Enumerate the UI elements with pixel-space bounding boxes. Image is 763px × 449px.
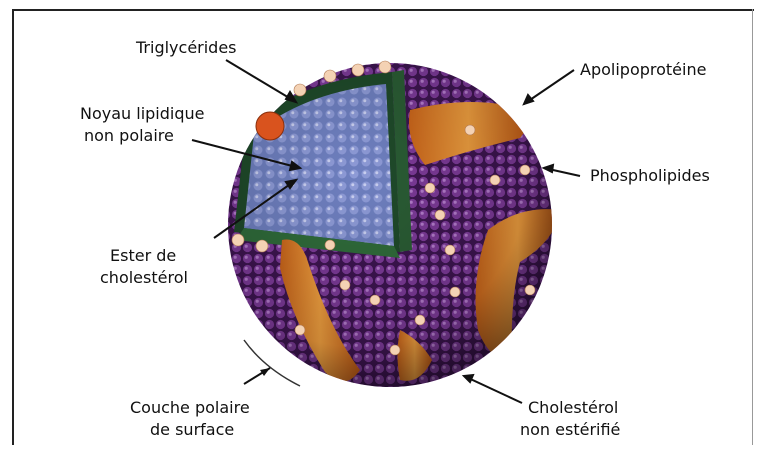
label-noyau-lipidique: Noyau lipidique (80, 104, 205, 124)
label-apolipoproteine: Apolipoprotéine (580, 60, 706, 80)
label-ester-de: Ester de (110, 246, 176, 266)
label-non-polaire: non polaire (84, 126, 174, 146)
label-couche-polaire: Couche polaire (130, 398, 250, 418)
label-de-surface: de surface (150, 420, 234, 440)
label-cholesterol-ester: cholestérol (100, 268, 188, 288)
label-non-esterifie: non estérifié (520, 420, 620, 440)
label-cholesterol: Cholestérol (528, 398, 618, 418)
label-phospholipides: Phospholipides (590, 166, 710, 186)
lipoprotein-sphere (228, 61, 560, 387)
label-triglycerides: Triglycérides (136, 38, 237, 58)
